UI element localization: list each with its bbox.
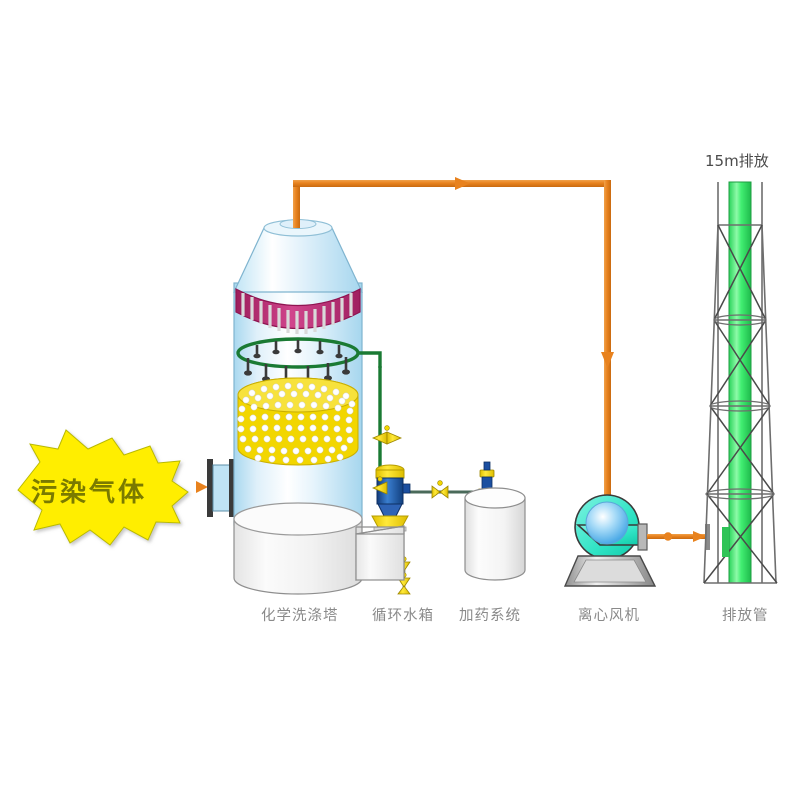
dosing-tank xyxy=(464,487,526,581)
inlet-flange xyxy=(207,459,234,517)
equipment-label-dosing-system: 加药系统 xyxy=(459,608,521,624)
inlet-duct xyxy=(168,481,208,493)
equipment-label-discharge-stack: 排放管 xyxy=(722,608,769,624)
outlet-duct-to-fan xyxy=(293,177,614,500)
fan-to-stack-duct xyxy=(647,524,710,550)
centrifugal-fan xyxy=(563,494,657,587)
tower-sump xyxy=(233,502,363,595)
equipment-label-water-tank: 循环水箱 xyxy=(372,608,434,624)
equipment-label-centrifugal-fan: 离心风机 xyxy=(578,608,640,624)
demister-band xyxy=(235,288,361,334)
discharge-stack xyxy=(703,181,778,584)
circulation-water-tank xyxy=(355,525,405,581)
packing-bed xyxy=(237,377,359,466)
circulation-pump xyxy=(371,464,411,532)
chemical-scrubber-tower xyxy=(233,219,382,595)
pollutant-gas-source xyxy=(17,429,189,546)
stack-height-label: 15m排放 xyxy=(705,152,769,170)
source-label: 污染气体 xyxy=(31,478,148,508)
equipment-label-scrubber: 化学洗涤塔 xyxy=(261,608,339,624)
